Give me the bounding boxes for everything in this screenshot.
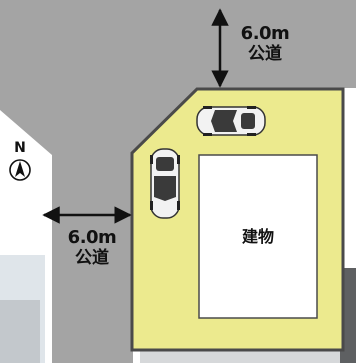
building-label: 建物	[241, 227, 274, 246]
car-icon	[196, 106, 266, 136]
road-width-west: 6.0m	[67, 227, 117, 248]
road-name-west: 公道	[75, 247, 109, 268]
north-arrow-icon	[9, 159, 31, 181]
road-label-north: 6.0m 公道	[228, 23, 302, 64]
road-label-west: 6.0m 公道	[50, 227, 134, 268]
background-bottom	[140, 348, 340, 363]
north-indicator: N	[8, 140, 32, 184]
road-width-north: 6.0m	[240, 23, 290, 44]
road-name-north: 公道	[248, 43, 282, 64]
building-footprint	[198, 154, 318, 319]
north-letter: N	[14, 140, 26, 156]
background-wall-left	[0, 300, 40, 363]
car-icon	[150, 148, 180, 219]
